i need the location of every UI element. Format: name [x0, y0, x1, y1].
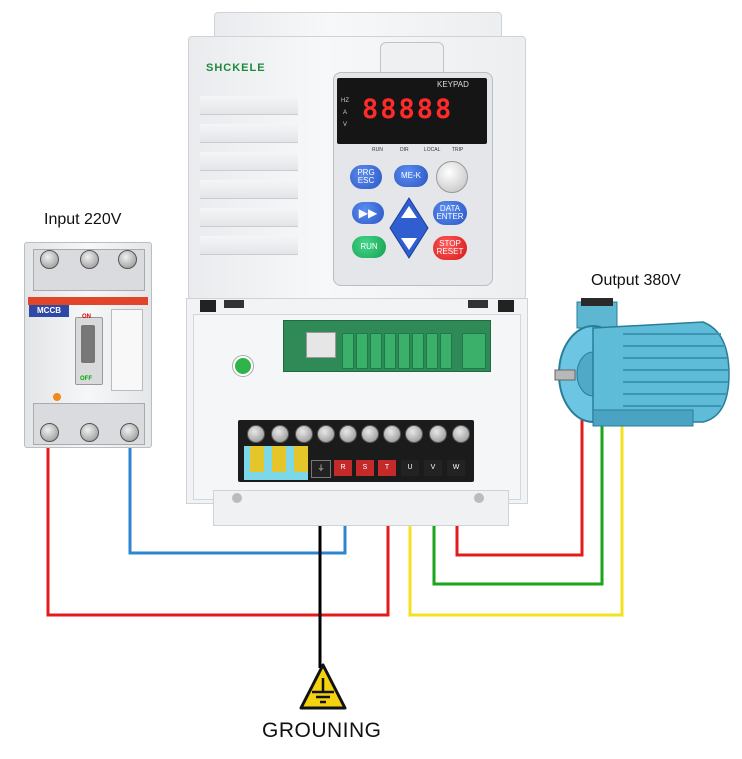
terminal-screw — [247, 425, 265, 443]
keypad-title: KEYPAD — [437, 80, 469, 89]
ground-warning-icon — [299, 663, 347, 710]
stop-label: STOP — [439, 239, 461, 248]
esc-label: ESC — [357, 176, 375, 185]
relay-terminal — [462, 333, 486, 369]
data-enter-button[interactable]: DATA ENTER — [433, 201, 467, 225]
control-terminal — [398, 333, 410, 369]
control-terminal — [412, 333, 424, 369]
display-digits: 88888 — [362, 94, 454, 125]
prg-label: PRG — [357, 168, 375, 177]
up-down-rocker — [386, 196, 432, 262]
terminal-screw — [452, 425, 470, 443]
terminal-screw — [339, 425, 357, 443]
breaker-test-button[interactable] — [53, 393, 61, 401]
red-input-wire — [46, 440, 390, 617]
dir-led-label: DIR — [400, 147, 409, 153]
yellow-wire — [408, 420, 624, 617]
t-terminal[interactable]: T — [378, 460, 396, 476]
mount-slot — [224, 300, 244, 308]
vent-fin — [200, 236, 298, 255]
r-terminal[interactable]: R — [334, 460, 352, 476]
breaker-brand-strip — [28, 297, 148, 305]
terminal-screw — [361, 425, 379, 443]
s-terminal[interactable]: S — [356, 460, 374, 476]
control-terminal — [356, 333, 368, 369]
enter-label: ENTER — [436, 212, 464, 221]
control-terminal — [342, 333, 354, 369]
control-terminal — [440, 333, 452, 369]
reset-label: RESET — [436, 247, 464, 256]
jumper — [272, 446, 286, 472]
mount-slot — [200, 300, 216, 312]
control-terminal — [370, 333, 382, 369]
input-voltage-label: Input 220V — [44, 211, 122, 228]
data-label: DATA — [439, 204, 461, 213]
breaker-handle[interactable] — [81, 325, 95, 363]
terminal-screw — [383, 425, 401, 443]
me-k-button[interactable]: ME-K — [394, 165, 428, 187]
a-indicator: A — [343, 110, 348, 116]
up-arrow-icon — [401, 206, 417, 218]
control-connector — [306, 332, 336, 358]
control-terminal — [426, 333, 438, 369]
breaker-screw — [80, 423, 99, 442]
terminal-screw — [271, 425, 289, 443]
stop-reset-button[interactable]: STOP RESET — [433, 236, 467, 260]
cable-gland — [232, 493, 242, 503]
green-wire — [432, 420, 604, 586]
prg-esc-button[interactable]: PRG ESC — [350, 165, 382, 189]
hz-indicator: HZ — [341, 98, 349, 104]
potentiometer-knob[interactable] — [436, 161, 468, 193]
v-indicator: V — [343, 122, 348, 128]
vent-fin — [200, 180, 298, 199]
grounding-label: GROUNING — [262, 719, 382, 742]
breaker-screw — [120, 423, 139, 442]
status-indicator-icon — [233, 356, 253, 376]
mount-slot — [468, 300, 488, 308]
output-voltage-label: Output 380V — [591, 272, 681, 289]
electric-motor — [554, 298, 730, 427]
breaker-screw — [118, 250, 137, 269]
run-led-label: RUN — [372, 147, 383, 153]
mount-slot — [498, 300, 514, 312]
ground-terminal[interactable]: ⏚ — [311, 460, 331, 478]
u-terminal[interactable]: U — [401, 460, 419, 476]
jumper — [294, 446, 308, 472]
shift-button[interactable]: ▶▶ — [352, 202, 384, 224]
breaker-screw — [80, 250, 99, 269]
jumper — [250, 446, 264, 472]
keypad-handle[interactable] — [380, 42, 444, 73]
breaker-rating-plate — [111, 309, 143, 391]
led-display — [337, 78, 487, 144]
vent-fin — [200, 152, 298, 171]
breaker-on-label: ON — [82, 314, 91, 320]
inverter-base — [213, 490, 509, 526]
fast-forward-icon: ▶▶ — [358, 206, 378, 220]
vent-fin — [200, 208, 298, 227]
terminal-screw — [405, 425, 423, 443]
terminal-screw — [295, 425, 313, 443]
rocker-graphic — [389, 197, 429, 259]
breaker-screw — [40, 250, 59, 269]
circuit-breaker — [24, 242, 152, 448]
me-k-label: ME-K — [401, 171, 421, 180]
cable-gland — [474, 493, 484, 503]
run-label: RUN — [360, 242, 378, 251]
v-terminal[interactable]: V — [424, 460, 442, 476]
breaker-model-label: MCCB — [29, 305, 69, 317]
control-terminal — [384, 333, 396, 369]
terminal-screw — [429, 425, 447, 443]
breaker-off-label: OFF — [80, 376, 92, 382]
w-terminal[interactable]: W — [447, 460, 465, 476]
trip-led-label: TRIP — [452, 147, 464, 153]
breaker-screw — [40, 423, 59, 442]
local-led-label: LOCAL — [424, 147, 441, 153]
down-arrow-icon — [401, 238, 417, 250]
terminal-screw — [317, 425, 335, 443]
vent-fin — [200, 96, 298, 115]
vent-fin — [200, 124, 298, 143]
brand-logo: SHCKELE — [206, 62, 266, 74]
run-button[interactable]: RUN — [352, 236, 386, 258]
